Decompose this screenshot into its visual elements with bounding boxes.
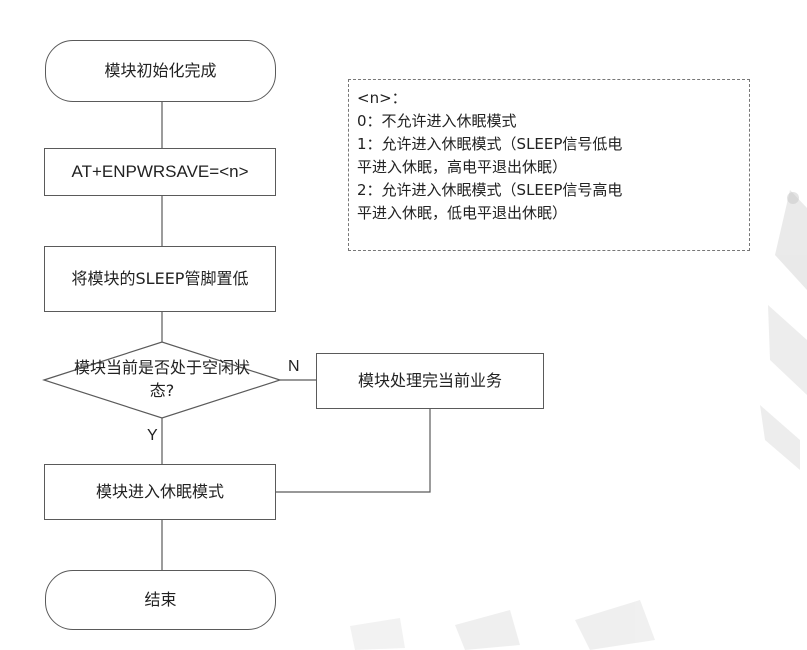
command-box: AT+ENPWRSAVE=<n> (44, 148, 276, 196)
start-label: 模块初始化完成 (104, 61, 217, 81)
start-terminal: 模块初始化完成 (45, 40, 276, 102)
enter-sleep-box: 模块进入休眠模式 (44, 464, 276, 520)
note-line: <n>： (357, 89, 407, 107)
handle-task-box: 模块处理完当前业务 (316, 353, 544, 409)
note-line: 平进入休眠，低电平退出休眠） (357, 204, 568, 222)
no-label: N (288, 358, 300, 375)
set-pin-box: 将模块的SLEEP管脚置低 (44, 246, 276, 312)
end-label: 结束 (144, 590, 177, 610)
note-line: 1：允许进入休眠模式（SLEEP信号低电 (357, 135, 623, 153)
decision-diamond (42, 341, 282, 419)
handle-task-label: 模块处理完当前业务 (357, 371, 502, 391)
note-line: 平进入休眠，高电平退出休眠） (357, 158, 568, 176)
note-line: 0：不允许进入休眠模式 (357, 112, 517, 130)
enter-sleep-label: 模块进入休眠模式 (95, 482, 224, 502)
parameter-note: <n>： 0：不允许进入休眠模式 1：允许进入休眠模式（SLEEP信号低电 平进… (348, 79, 750, 251)
edge-task-to-sleep (276, 409, 431, 493)
yes-label: Y (147, 427, 158, 444)
note-line: 2：允许进入休眠模式（SLEEP信号高电 (357, 181, 623, 199)
set-pin-label: 将模块的SLEEP管脚置低 (71, 269, 249, 289)
end-terminal: 结束 (45, 570, 276, 630)
command-label: AT+ENPWRSAVE=<n> (71, 161, 249, 181)
decision-label: 模块当前是否处于空闲状态? (73, 358, 250, 401)
